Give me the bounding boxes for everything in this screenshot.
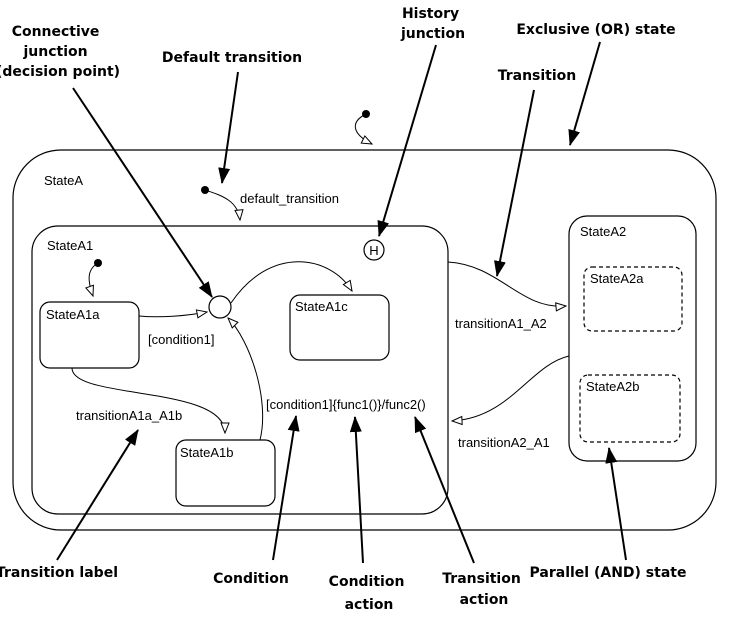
- history-junction-symbol: H: [369, 243, 378, 258]
- connective-junction: [208, 295, 232, 319]
- condition1-label: [condition1]: [148, 332, 215, 347]
- state-a1c-box: [289, 294, 390, 361]
- state-a1a-label: StateA1a: [46, 307, 100, 322]
- callout-history-junction: History junction: [400, 6, 465, 42]
- transition-a2-a1-label: transitionA2_A1: [458, 435, 550, 450]
- callout-condition: Condition: [213, 571, 289, 587]
- callout-parallel-state: Parallel (AND) state: [530, 565, 687, 581]
- transition-a1a-to-junction: [138, 312, 207, 317]
- callout-arrow-default-transition: [218, 71, 239, 184]
- state-a1b-label: StateA1b: [180, 445, 234, 460]
- transition-a2-to-a1: [452, 355, 570, 421]
- callout-arrow-exclusive-state: [568, 41, 601, 146]
- callout-default-transition: Default transition: [162, 50, 302, 66]
- transition-a1-to-a2: [447, 261, 566, 306]
- state-a1-box: [31, 225, 449, 515]
- callout-arrow-connective-junction: [72, 87, 213, 298]
- state-a1b-box: [175, 439, 276, 507]
- callout-arrow-transition: [494, 89, 535, 277]
- state-a-box: [12, 149, 717, 531]
- state-a-label: StateA: [44, 173, 83, 188]
- state-a2-label: StateA2: [580, 224, 626, 239]
- transition-a1a-a1b-label: transitionA1a_A1b: [76, 408, 182, 423]
- callout-condition-action: Condition action: [329, 574, 410, 613]
- callout-exclusive-state: Exclusive (OR) state: [516, 22, 675, 38]
- callout-transition-action: Transition action: [442, 571, 525, 608]
- transition-junction-to-a1c: [230, 261, 352, 304]
- callout-arrow-condition-action: [349, 416, 364, 564]
- callout-transition-label: Transition label: [0, 565, 118, 581]
- transition-a1-a2-label: transitionA1_A2: [455, 316, 547, 331]
- callout-transition: Transition: [498, 68, 577, 84]
- default-transition-top: [355, 113, 372, 144]
- state-a2b-label: StateA2b: [586, 379, 640, 394]
- default-transition-label: default_transition: [240, 191, 339, 206]
- state-a2a-label: StateA2a: [590, 271, 644, 286]
- state-a1a-box: [39, 301, 140, 369]
- default-transition-a1a: [89, 262, 99, 296]
- transition-a1b-to-junction: [228, 318, 264, 441]
- state-a1c-label: StateA1c: [295, 299, 348, 314]
- default-transition-a1: [204, 189, 240, 220]
- transition-a1a-to-a1b: [71, 367, 225, 433]
- callout-arrow-transition-label: [56, 429, 139, 561]
- full-transition-label: [condition1]{func1()}/func2(): [266, 397, 426, 412]
- state-a2a-box: [583, 266, 683, 332]
- state-a2b-box: [579, 374, 681, 443]
- callout-arrow-transition-action: [414, 416, 475, 564]
- callout-arrow-parallel-state: [605, 447, 627, 561]
- state-a2-box: [568, 215, 697, 462]
- state-a1-label: StateA1: [47, 238, 93, 253]
- history-junction: [363, 239, 385, 261]
- callout-connective-junction: Connective junction (decision point): [0, 24, 120, 80]
- callout-arrow-condition: [272, 415, 300, 561]
- callout-arrow-history-junction: [377, 44, 437, 237]
